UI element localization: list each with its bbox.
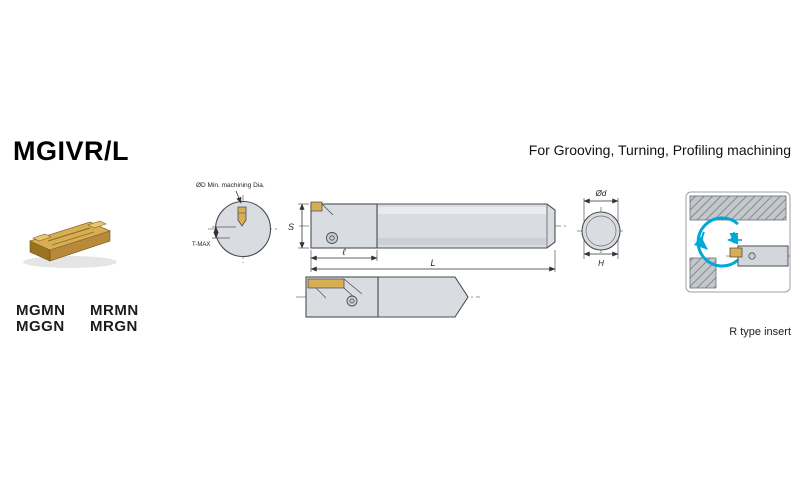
insert-code-list: MGMN MRMN MGGN MRGN bbox=[16, 303, 164, 335]
dim-d: Ød bbox=[595, 189, 607, 198]
insert-code: MGMN bbox=[16, 302, 66, 319]
front-view: ØD Min. machining Dia. T-MAX bbox=[192, 182, 279, 263]
label-tmax: T-MAX bbox=[192, 242, 210, 248]
panel-tool-insert bbox=[729, 247, 743, 258]
page-subtitle: For Grooving, Turning, Profiling machini… bbox=[528, 142, 791, 158]
shank-end-view: Ød H bbox=[577, 189, 625, 268]
right-panel-caption: R type insert bbox=[729, 326, 791, 338]
workpiece-wall-top bbox=[689, 195, 787, 221]
clamp-screw bbox=[326, 232, 338, 244]
page-title: MGIVR/L bbox=[13, 136, 129, 166]
insert-top-face bbox=[29, 221, 111, 251]
shank-end-body bbox=[581, 211, 621, 251]
top-view-insert bbox=[307, 278, 345, 289]
panel-tool-shank bbox=[737, 245, 789, 267]
insert-code-row: MGGN MRGN bbox=[16, 319, 164, 335]
application-panel bbox=[685, 191, 791, 293]
top-view bbox=[296, 276, 480, 318]
dim-l: ℓ bbox=[342, 247, 346, 257]
dim-H: H bbox=[598, 259, 604, 268]
side-view: S ℓ L bbox=[288, 201, 566, 272]
insert-code: MRGN bbox=[90, 318, 138, 335]
dim-L: L bbox=[430, 258, 435, 268]
front-view-insert bbox=[237, 206, 247, 227]
rotation-arrow-icon bbox=[693, 231, 709, 250]
label-min-machining-dia: ØD Min. machining Dia. bbox=[196, 182, 265, 189]
insert-code-row: MGMN MRMN bbox=[16, 303, 164, 319]
dim-S: S bbox=[288, 222, 294, 232]
insert-3d-image bbox=[23, 220, 117, 268]
insert-code: MGGN bbox=[16, 318, 65, 335]
insert-code: MRMN bbox=[90, 302, 139, 319]
top-view-shank bbox=[377, 276, 469, 318]
side-view-insert bbox=[310, 201, 323, 212]
top-view-screw bbox=[346, 295, 358, 307]
